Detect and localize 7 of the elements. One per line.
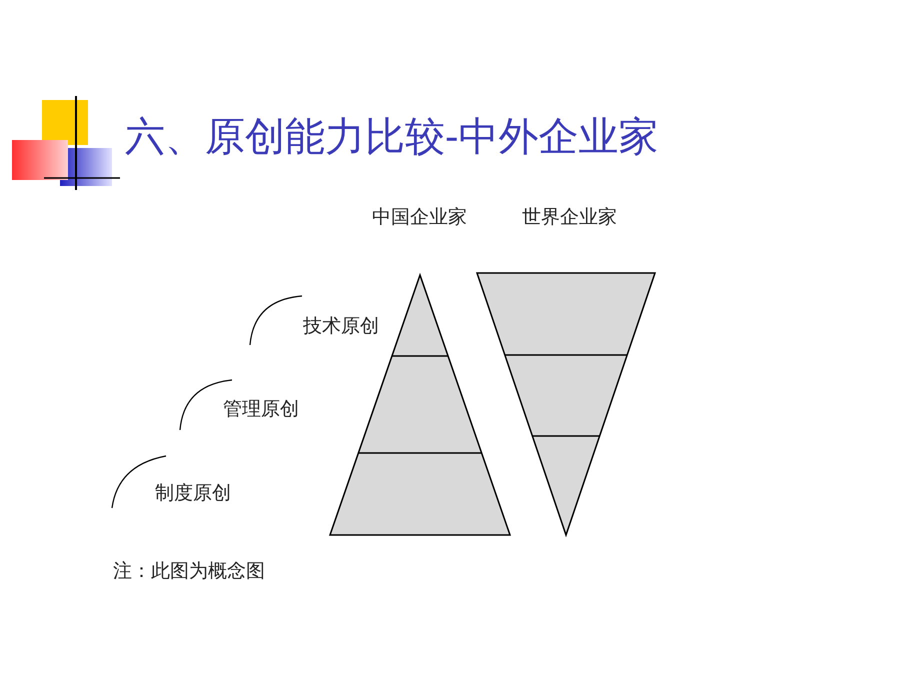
column-heading: 世界企业家 bbox=[522, 205, 617, 229]
level-label: 制度原创 bbox=[155, 481, 231, 505]
column-heading: 中国企业家 bbox=[372, 205, 467, 229]
level-label: 技术原创 bbox=[303, 314, 379, 338]
slide-title: 六、原创能力比较-中外企业家 bbox=[125, 113, 659, 162]
level-label: 管理原创 bbox=[223, 397, 299, 421]
note-text: 注：此图为概念图 bbox=[113, 559, 265, 583]
